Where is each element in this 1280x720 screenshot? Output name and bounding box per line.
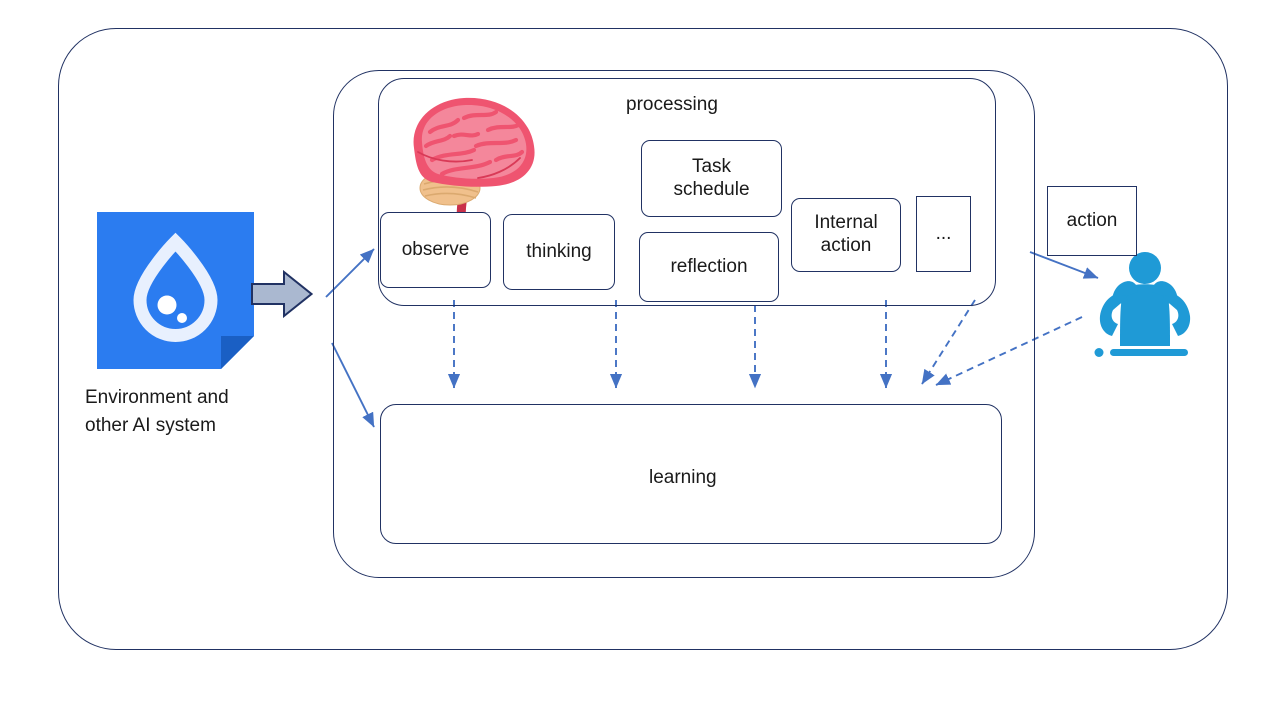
dashed-arrow-group [447,299,1083,389]
agent-boundary [333,70,1035,578]
node-internal-action-label: Internal action [814,212,877,258]
block-arrow-icon [251,270,313,318]
learning-box[interactable] [380,404,1002,544]
node-action[interactable]: action [1047,186,1137,256]
node-observe[interactable]: observe [380,212,491,288]
environment-label-line2: other AI system [85,414,216,436]
environment-label-line1: Environment and [85,387,229,408]
arrow-env-to-observe [325,248,375,298]
environment-label: Environment and other AI system [85,384,315,439]
arrow-processing-to-learning [921,299,976,385]
processing-label: processing [626,94,718,115]
node-task-schedule-label: Task schedule [673,156,749,202]
node-internal-action[interactable]: Internal action [791,198,901,272]
node-ellipsis[interactable]: ... [916,196,971,272]
outer-system-boundary [58,28,1228,650]
node-task-schedule-line1: Task [691,155,732,177]
brain-icon [413,97,535,223]
learning-label: learning [649,467,717,488]
solid-arrow-group [325,248,1099,428]
water-drop-document-icon [97,212,254,369]
node-task-schedule[interactable]: Task schedule [641,140,782,217]
node-thinking[interactable]: thinking [503,214,615,290]
arrow-env-to-learning [331,342,375,428]
node-reflection[interactable]: reflection [639,232,779,302]
arrow-agent-to-actor [1029,251,1099,279]
node-internal-action-line1: Internal [814,212,878,234]
arrow-actor-to-learning [935,316,1083,386]
processing-boundary [378,78,996,306]
node-task-schedule-line2: schedule [673,178,750,200]
node-internal-action-line2: action [820,235,872,256]
strong-person-icon [1094,252,1191,357]
